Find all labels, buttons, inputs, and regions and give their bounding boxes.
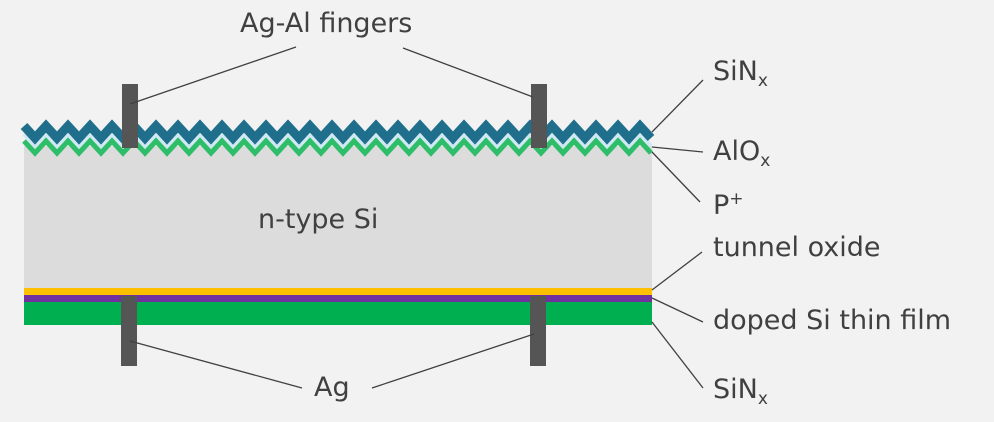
label-doped-si-film: doped Si thin film <box>713 305 952 336</box>
label-sinx-bottom-main: SiN <box>713 374 758 405</box>
label-sinx-bottom-sub: x <box>757 389 768 409</box>
sinx-top-layer <box>20 119 655 145</box>
label-alox-sub: x <box>760 151 771 171</box>
leader-p-plus <box>651 151 701 203</box>
leader-ag-left <box>129 340 303 389</box>
label-sinx-top: SiNx <box>713 56 768 90</box>
leader-fingers-right <box>402 47 534 98</box>
label-tunnel-oxide: tunnel oxide <box>713 232 881 263</box>
label-sinx-top-sub: x <box>757 71 768 91</box>
leader-doped-si-film <box>651 297 704 323</box>
sinx-bottom-layer <box>24 302 652 325</box>
leader-alox <box>651 146 704 153</box>
ag-contact-left <box>121 296 137 366</box>
leader-sinx-top <box>651 79 704 133</box>
label-p-plus: P+ <box>713 189 744 221</box>
label-ag: Ag <box>314 372 350 403</box>
leader-tunnel-oxide <box>651 251 703 291</box>
leader-lines <box>129 46 704 389</box>
tunnel-oxide-layer <box>24 288 652 295</box>
ag-al-finger-left <box>122 84 138 148</box>
label-ag-al-fingers: Ag-Al fingers <box>240 8 413 39</box>
label-p-plus-sup: + <box>729 189 744 209</box>
label-alox-main: AlO <box>713 136 761 167</box>
label-sinx-bottom: SiNx <box>713 374 768 408</box>
leader-ag-right <box>371 333 535 389</box>
label-n-type-si: n-type Si <box>258 204 379 235</box>
leader-fingers-left <box>129 46 297 105</box>
doped-si-thin-film-layer <box>24 295 652 302</box>
ag-contact-right <box>530 296 546 366</box>
n-type-silicon-wafer <box>24 146 652 290</box>
label-sinx-top-main: SiN <box>713 56 758 87</box>
ag-al-finger-right <box>531 84 547 148</box>
label-p-plus-main: P <box>713 190 730 221</box>
leader-sinx-bottom <box>651 321 704 389</box>
label-alox: AlOx <box>713 136 770 170</box>
